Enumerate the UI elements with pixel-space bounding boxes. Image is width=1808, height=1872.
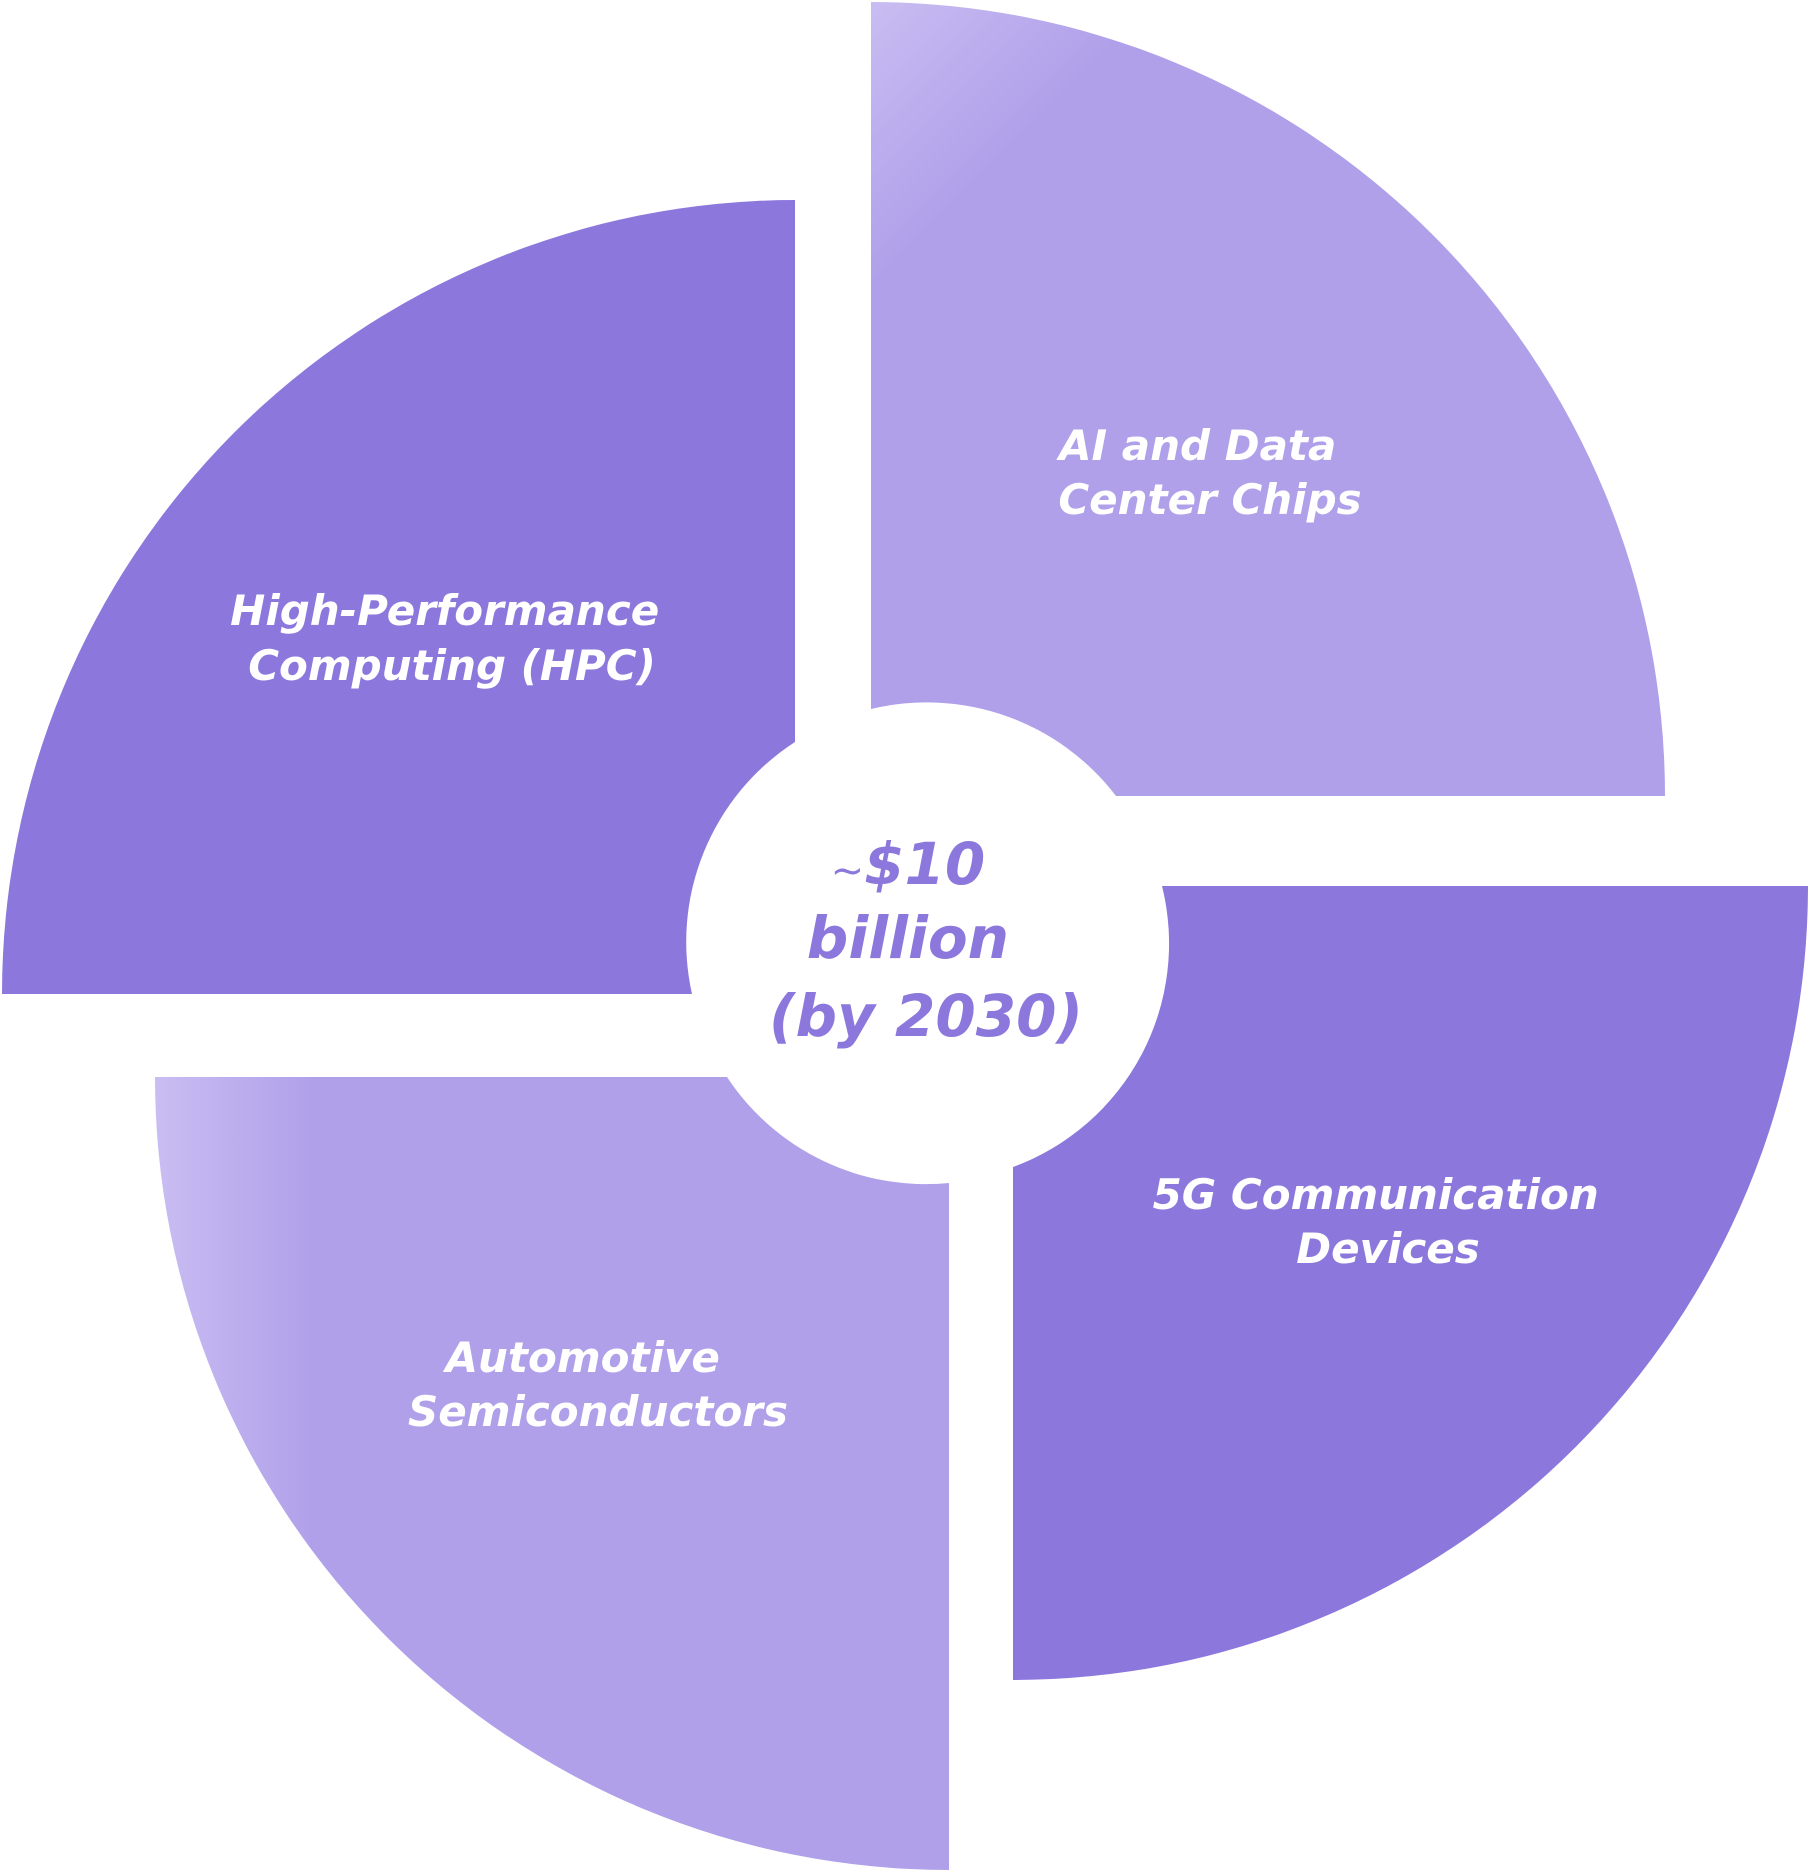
segment-5g: 5G Communication Devices — [1013, 886, 1808, 1680]
segment-ai-data-center-shape — [871, 2, 1665, 796]
center-value-unit: billion — [807, 904, 1009, 972]
segment-hpc: High-Performance Computing (HPC) — [2, 200, 795, 994]
center-value: ~$10 billion (by 2030) — [769, 830, 1083, 1050]
segment-automotive-label-line-1: Automotive — [443, 1333, 720, 1382]
segment-hpc-label: High-Performance Computing (HPC) — [230, 586, 674, 690]
segment-automotive-shape — [155, 1077, 949, 1870]
segment-ai-data-center-label: AI and Data Center Chips — [1056, 421, 1362, 524]
center-value-text: ~$10 billion (by 2030) — [769, 830, 1083, 1050]
segment-5g-label-line-2: Devices — [1296, 1224, 1480, 1273]
segment-automotive: Automotive Semiconductors — [155, 1077, 949, 1870]
segment-5g-label: 5G Communication Devices — [1153, 1170, 1614, 1273]
segment-hpc-label-line-2: Computing (HPC) — [248, 641, 656, 690]
segment-ai-data-center: AI and Data Center Chips — [871, 2, 1665, 796]
center-value-amount: ~$10 — [831, 830, 986, 898]
segment-5g-label-line-1: 5G Communication — [1153, 1170, 1599, 1219]
center-value-tilde: ~ — [831, 848, 865, 894]
segment-hpc-label-line-1: High-Performance — [230, 586, 659, 635]
segment-5g-shape — [1013, 886, 1808, 1680]
segment-ai-data-center-label-line-1: AI and Data — [1056, 421, 1336, 470]
center-value-number: $10 — [864, 830, 985, 898]
segment-ai-data-center-label-line-2: Center Chips — [1058, 475, 1361, 524]
segment-hpc-shape — [2, 200, 795, 994]
center-value-note: (by 2030) — [769, 982, 1083, 1050]
segment-automotive-label: Automotive Semiconductors — [408, 1333, 788, 1436]
segment-automotive-label-line-2: Semiconductors — [408, 1387, 788, 1436]
